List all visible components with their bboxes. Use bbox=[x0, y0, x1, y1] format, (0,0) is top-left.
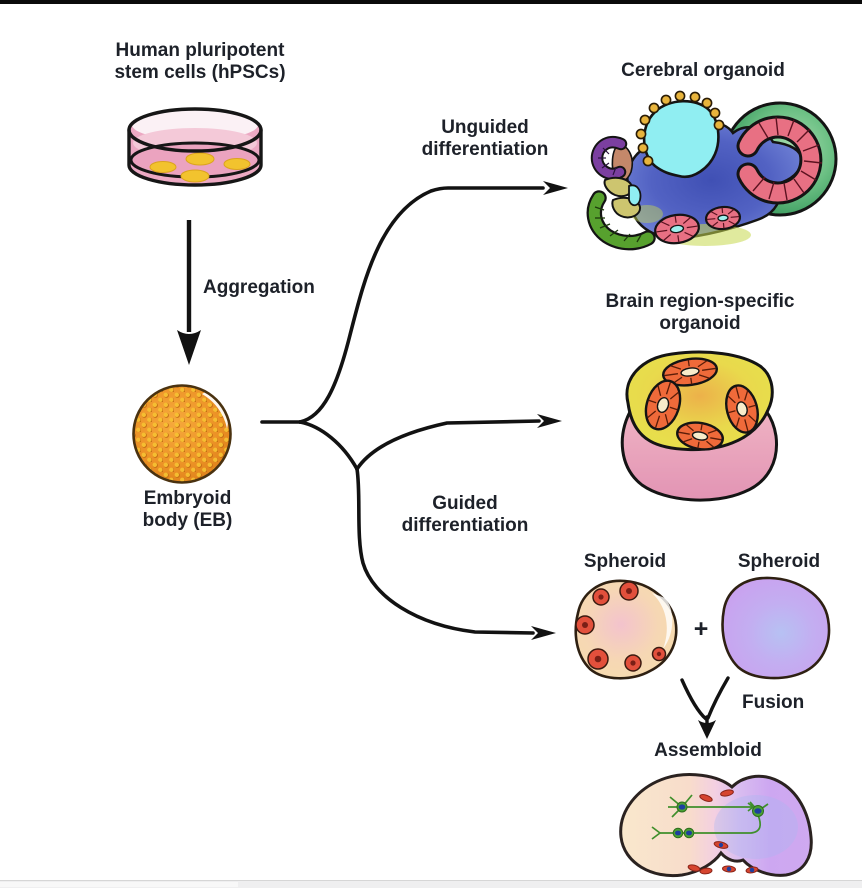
label-hpsc-title: Human pluripotent stem cells (hPSCs) bbox=[80, 40, 320, 85]
assembloid-icon bbox=[608, 765, 813, 885]
label-spheroid-left: Spheroid bbox=[575, 551, 675, 573]
aggregation-arrow bbox=[168, 216, 212, 368]
differentiation-branch-arrows bbox=[255, 175, 585, 655]
label-unguided-differentiation: Unguided differentiation bbox=[395, 117, 575, 162]
spheroid-right-icon bbox=[723, 578, 829, 678]
brain-region-organoid-icon bbox=[612, 348, 807, 508]
label-spheroid-right: Spheroid bbox=[729, 551, 829, 573]
cerebral-organoid-icon bbox=[585, 88, 857, 256]
label-embryoid-body: Embryoid body (EB) bbox=[120, 488, 255, 533]
label-fusion: Fusion bbox=[742, 692, 804, 714]
embryoid-body-icon bbox=[130, 382, 234, 486]
fusion-arrow bbox=[650, 665, 740, 745]
label-brain-region-organoid: Brain region-specific organoid bbox=[590, 291, 810, 336]
label-cerebral-organoid: Cerebral organoid bbox=[603, 60, 803, 82]
spheroid-left-icon bbox=[576, 581, 677, 678]
bottom-edge-bar-left bbox=[0, 882, 238, 887]
top-border-bar bbox=[0, 0, 862, 4]
